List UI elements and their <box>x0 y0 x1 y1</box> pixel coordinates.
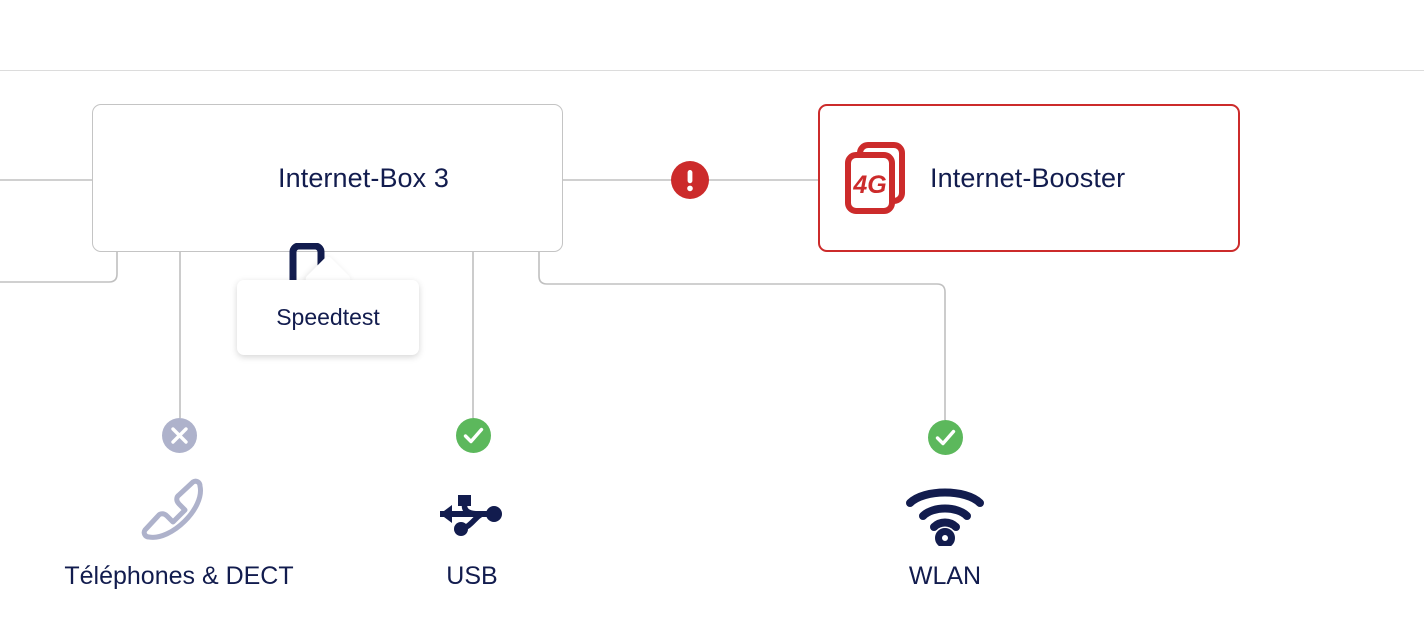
device-card-internet-box[interactable]: Internet-Box 3 <box>92 104 563 320</box>
speedtest-tooltip[interactable]: Speedtest <box>237 280 419 355</box>
wifi-icon <box>906 488 984 546</box>
4g-cards-icon: 4G <box>845 142 905 214</box>
service-label-usb: USB <box>446 562 498 590</box>
usb-icon <box>440 495 502 536</box>
header-divider <box>0 70 1424 71</box>
exclamation-icon <box>687 170 693 192</box>
close-x-icon <box>171 427 188 444</box>
service-label-telephones-dect: Téléphones & DECT <box>64 562 294 590</box>
speedtest-tooltip-label: Speedtest <box>276 304 380 330</box>
device-title-internet-box: Internet-Box 3 <box>278 162 449 193</box>
status-badge-booster-error[interactable] <box>671 161 709 199</box>
check-icon <box>935 429 956 446</box>
service-node-usb[interactable]: USB <box>322 478 622 591</box>
device-title-internet-booster: Internet-Booster <box>930 162 1126 193</box>
service-icon-wrap-usb <box>432 478 512 550</box>
check-icon <box>463 427 484 444</box>
service-node-telephones-dect[interactable]: Téléphones & DECT <box>29 478 329 591</box>
service-icon-wrap-wlan <box>904 478 986 550</box>
status-badge-telephones-inactive[interactable] <box>162 418 197 453</box>
svg-text:4G: 4G <box>852 171 886 199</box>
phone-handset-icon <box>141 478 203 540</box>
device-card-internet-booster[interactable]: 4G Internet-Booster <box>818 104 1240 252</box>
service-label-wlan: WLAN <box>908 562 982 590</box>
status-badge-usb-active[interactable] <box>456 418 491 453</box>
service-icon-wrap-telephones <box>139 478 219 550</box>
service-node-wlan[interactable]: WLAN <box>795 478 1095 591</box>
status-badge-wlan-active[interactable] <box>928 420 963 455</box>
